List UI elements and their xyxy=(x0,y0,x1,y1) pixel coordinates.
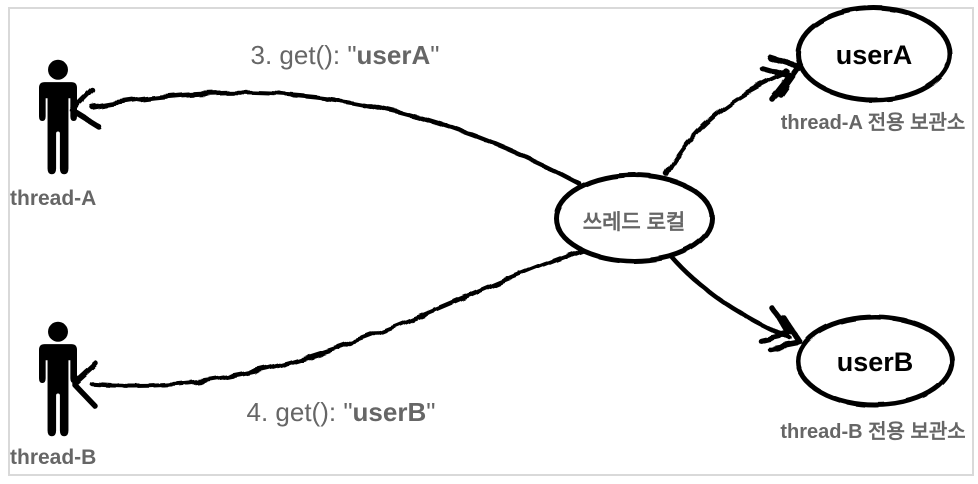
message-3-prefix: 3. get(): " xyxy=(250,40,357,70)
message-3-label: 3. get(): "userA" xyxy=(195,40,495,71)
userb-node-ellipse xyxy=(795,314,955,408)
center-node-label: 쓰레드 로컬 xyxy=(582,211,686,234)
center-node-ellipse xyxy=(553,172,715,264)
message-4-suffix: " xyxy=(426,397,436,427)
arrow-center-to-usera xyxy=(663,69,791,177)
userb-store-caption: thread-B 전용 보관소 xyxy=(780,421,966,443)
arrowhead-userb xyxy=(757,305,804,352)
arrow-get-to-thread-a xyxy=(89,90,583,187)
actor-label-thread-b: thread-B xyxy=(10,446,97,469)
usera-node-label: userA xyxy=(835,40,913,70)
message-4-value: userB xyxy=(352,397,427,427)
arrow-center-to-userb xyxy=(667,252,793,341)
message-4-prefix: 4. get(): " xyxy=(246,397,353,427)
message-3-value: userA xyxy=(356,40,431,70)
person-icon-thread-b xyxy=(39,321,77,437)
arrow-get-to-thread-b xyxy=(89,247,585,388)
usera-node-ellipse xyxy=(795,5,953,103)
message-3-suffix: " xyxy=(430,40,440,70)
arrowhead-thread-b xyxy=(71,361,99,408)
person-icon-thread-a xyxy=(39,59,77,175)
usera-store-caption: thread-A 전용 보관소 xyxy=(780,112,966,134)
userb-node-label: userB xyxy=(836,347,914,377)
actor-label-thread-a: thread-A xyxy=(10,187,97,210)
arrowhead-usera xyxy=(759,55,802,102)
message-4-label: 4. get(): "userB" xyxy=(191,397,491,428)
